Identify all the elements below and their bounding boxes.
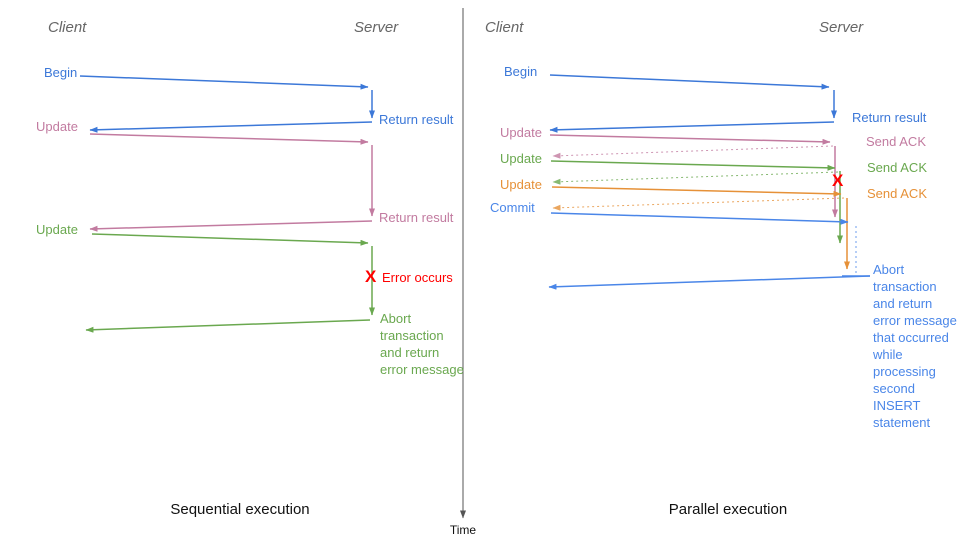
- right-update-2-request-arrow: [550, 160, 836, 171]
- left-return-result-1-label: Return result: [379, 112, 454, 127]
- right-server-header: Server: [819, 19, 864, 36]
- right-update-2-label: Update: [500, 151, 542, 166]
- right-begin-request-arrow: [549, 74, 830, 90]
- right-send-ack-2-dotted-arrow: [552, 171, 839, 185]
- left-abort-message-label: Abort transaction and return error messa…: [380, 311, 464, 377]
- left-error-x-icon: X: [365, 267, 377, 286]
- left-update-2-label: Update: [36, 222, 78, 237]
- right-abort-return-arrow: [548, 275, 871, 290]
- left-client-header: Client: [48, 19, 87, 36]
- left-update-1-request-arrow: [89, 133, 369, 145]
- left-begin-request-arrow: [79, 75, 369, 90]
- left-abort-return-arrow: [85, 319, 371, 333]
- right-update-1-request-arrow: [549, 134, 831, 145]
- right-update-3-request-arrow: [551, 186, 842, 197]
- right-panel-arrows: [548, 74, 871, 290]
- left-return-result-2-label: Return result: [379, 210, 454, 225]
- right-panel-caption: Parallel execution: [668, 501, 788, 518]
- left-panel-caption: Sequential execution: [170, 501, 310, 518]
- right-commit-label: Commit: [490, 200, 535, 215]
- right-abort-message-label: Abort transaction and return error messa…: [873, 262, 957, 430]
- right-send-ack-2-label: Send ACK: [867, 160, 927, 175]
- right-return-result-arrow: [549, 121, 835, 133]
- left-update-1-label: Update: [36, 119, 78, 134]
- right-return-result-label: Return result: [852, 110, 927, 125]
- left-return-result-2-arrow: [89, 220, 373, 232]
- left-server-header: Server: [354, 19, 399, 36]
- right-begin-label: Begin: [504, 64, 538, 79]
- left-update-2-request-arrow: [91, 233, 369, 246]
- right-update-3-label: Update: [500, 177, 542, 192]
- left-begin-label: Begin: [44, 65, 78, 80]
- left-error-occurs-label: Error occurs: [382, 270, 453, 285]
- left-panel-arrows: [79, 75, 375, 333]
- right-client-header: Client: [485, 19, 524, 36]
- right-send-ack-1-label: Send ACK: [866, 134, 926, 149]
- right-send-ack-3-label: Send ACK: [867, 186, 927, 201]
- time-axis-label: Time: [449, 523, 477, 537]
- right-send-ack-3-dotted-arrow: [552, 197, 845, 211]
- right-send-ack-1-dotted-arrow: [552, 145, 834, 159]
- right-commit-request-arrow: [550, 212, 849, 225]
- right-error-x-icon: X: [832, 171, 844, 190]
- right-update-1-label: Update: [500, 125, 542, 140]
- left-return-result-1-arrow: [89, 121, 373, 133]
